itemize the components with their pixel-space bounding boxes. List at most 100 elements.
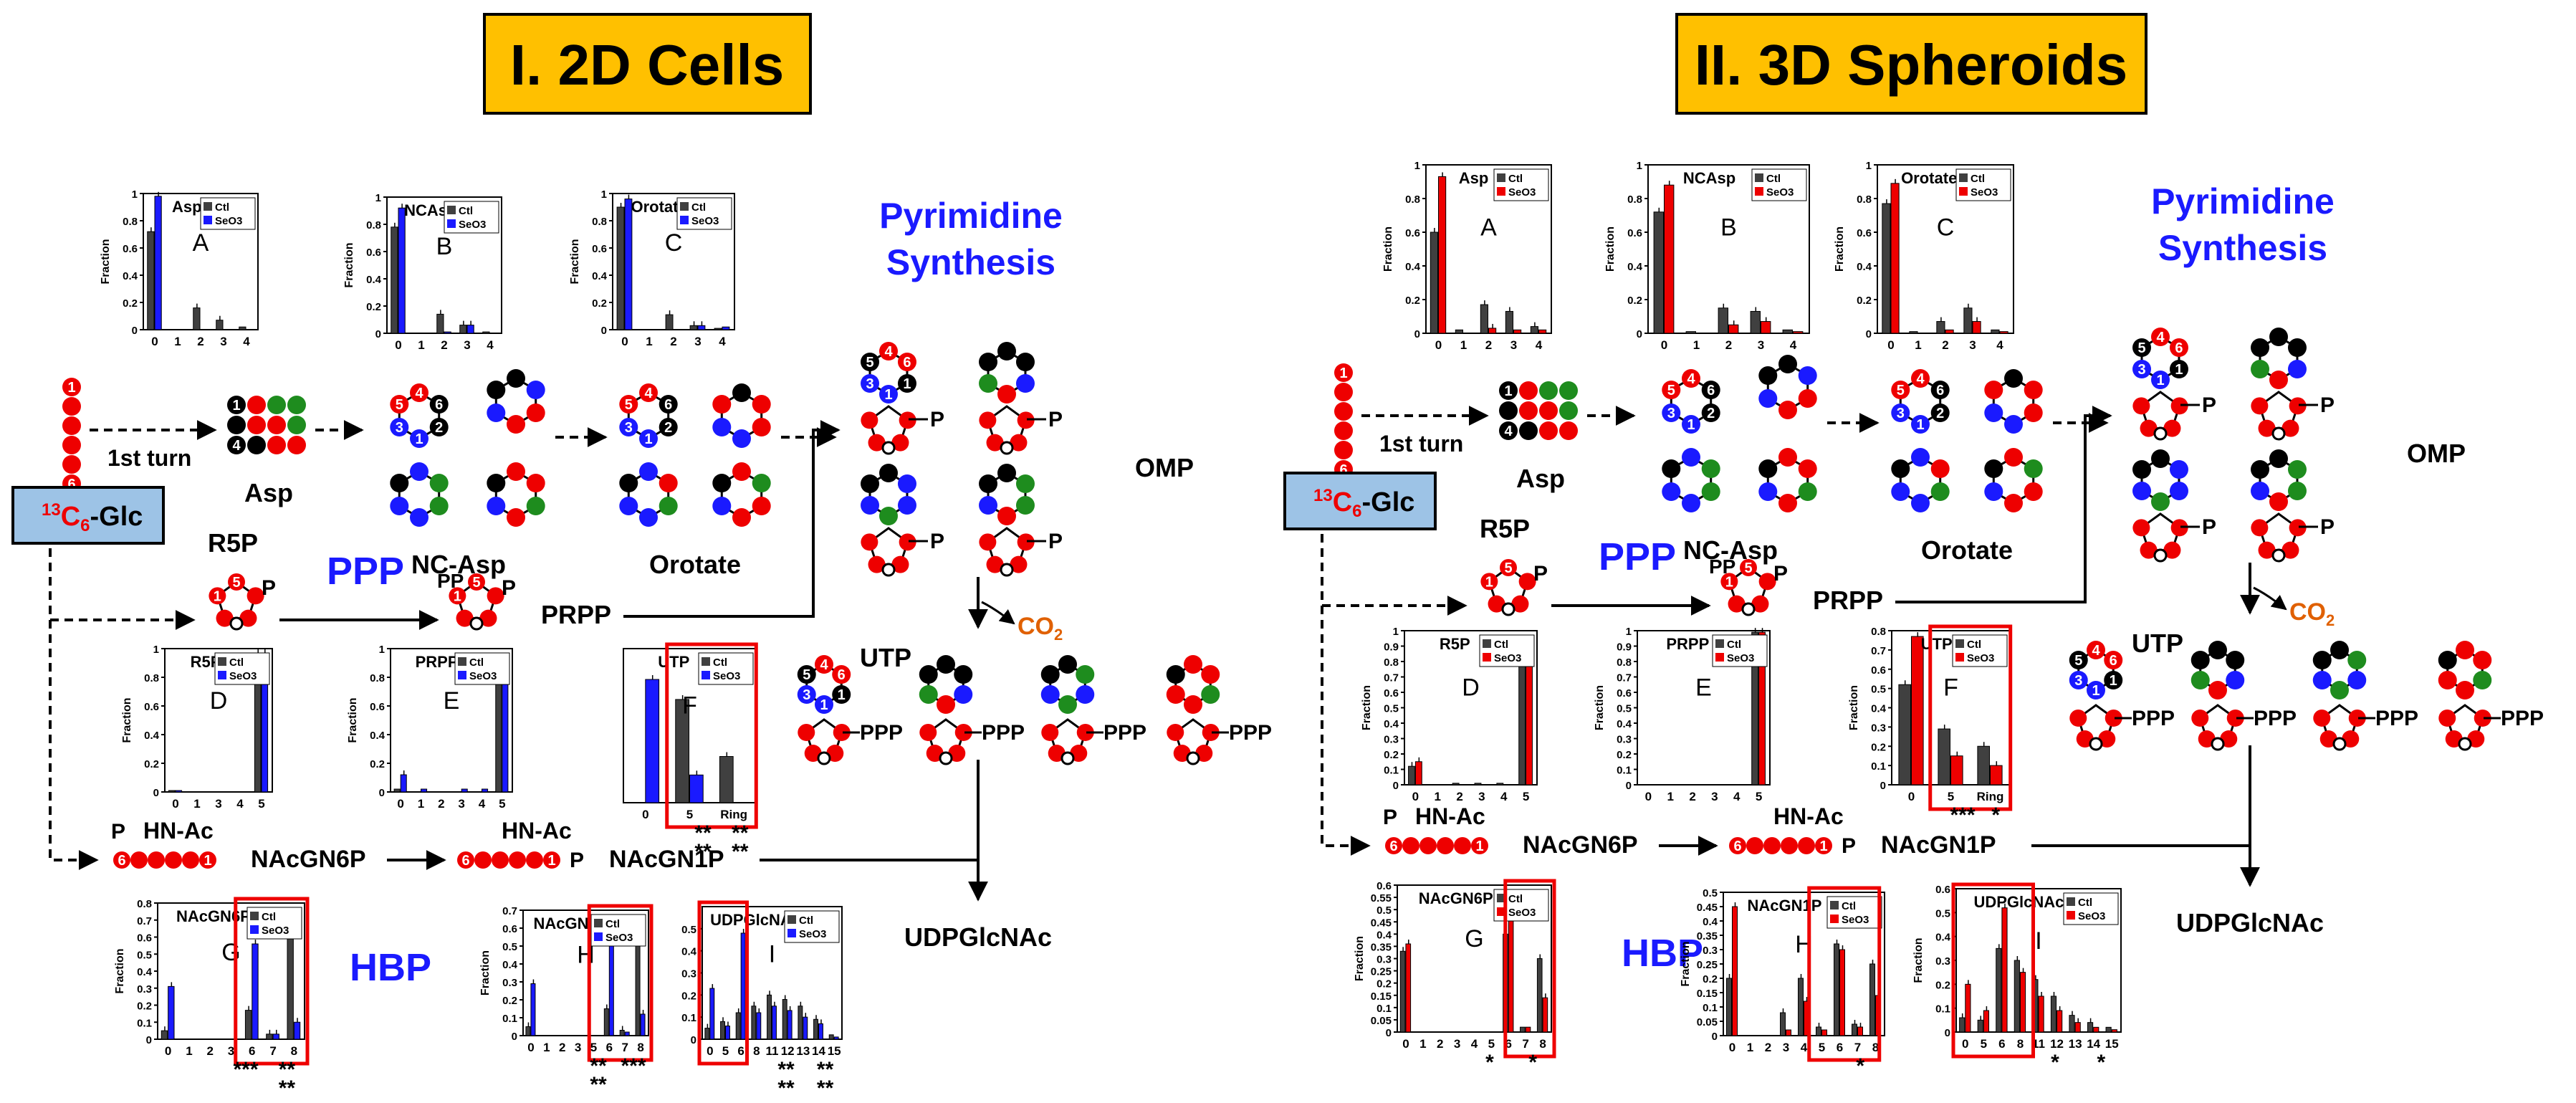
atom-red: [2251, 519, 2269, 537]
atom-red: [1539, 421, 1558, 440]
significance-highlight: [1807, 886, 1882, 1062]
bar-ctl: [1750, 310, 1761, 334]
y-tick-label: 1: [1414, 160, 1420, 172]
atom-black: [2069, 651, 2088, 669]
x-tick-label: 2: [1725, 338, 1732, 352]
ring-oxygen: [939, 751, 953, 765]
bar-ctl: [1909, 331, 1918, 334]
phosphate-label: P: [1773, 562, 1788, 586]
atom-blue: [1682, 494, 1700, 512]
atom-number: 6: [1707, 383, 1715, 398]
atom-number: 1: [204, 853, 211, 869]
y-tick-label: 0: [146, 1034, 152, 1046]
legend-swatch-ctl: [1497, 894, 1505, 902]
atom-number: 4: [820, 657, 828, 673]
atom-red: [1334, 363, 1353, 382]
atom-green: [879, 507, 898, 525]
atom-green: [429, 474, 449, 492]
y-tick-label: 0.6: [123, 243, 138, 255]
y-tick-label: 0: [1712, 1031, 1718, 1043]
bar-ctl: [168, 790, 176, 793]
atom-red: [1740, 559, 1757, 576]
legend-label-seo3: SeO3: [469, 670, 497, 682]
y-tick-label: 0.35: [1371, 941, 1392, 953]
atom-red: [937, 695, 955, 714]
bar-seo3: [756, 1012, 762, 1040]
atom-red: [1519, 401, 1538, 420]
y-tick-label: 0.4: [592, 270, 608, 282]
atom-black: [1058, 655, 1077, 674]
y-tick-label: 0.6: [1871, 664, 1886, 677]
atom-red: [1471, 837, 1488, 854]
atom-red: [2087, 641, 2105, 659]
ring-oxygen: [2458, 737, 2472, 751]
panel-title-3d: II. 3D Spheroids: [1675, 13, 2148, 115]
atom-number: 2: [1936, 406, 1944, 421]
atom-red: [62, 416, 81, 435]
bar-ctl: [720, 1021, 725, 1040]
atom-green: [1015, 496, 1035, 515]
pp-label: PP: [437, 570, 464, 592]
atom-green: [2151, 492, 2170, 511]
udpglcnac-label: UDPGlcNAc: [904, 922, 1052, 952]
y-tick-label: 0.3: [137, 983, 152, 995]
significance-stars: **: [777, 1076, 795, 1100]
atom-black: [2226, 651, 2245, 669]
atom-red: [752, 497, 771, 515]
atom-green: [1559, 401, 1578, 420]
atom-green: [2287, 460, 2307, 479]
atom-number: 4: [2156, 330, 2165, 345]
ring-oxygen: [1741, 602, 1756, 616]
co2-arrow: [981, 601, 1015, 625]
bar-seo3: [2001, 907, 2008, 1033]
y-axis-label: Fraction: [1834, 226, 1846, 272]
panel-letter: F: [682, 692, 697, 719]
arrow: [2031, 844, 2260, 887]
co2-arrow: [2253, 586, 2287, 611]
chart-title: R5P: [1440, 635, 1470, 653]
bar-seo3: [272, 1033, 279, 1040]
atom-red: [659, 474, 678, 492]
y-axis-label: Fraction: [114, 948, 126, 993]
legend-swatch-seo3: [594, 932, 603, 941]
atom-black: [1662, 459, 1681, 478]
significance-stars: **: [590, 1073, 607, 1097]
legend-swatch-ctl: [1955, 639, 1964, 648]
atom-black: [832, 685, 851, 704]
chart-title: NAcGN6P: [1419, 889, 1493, 907]
x-tick-label: 8: [291, 1044, 297, 1058]
atom-red: [1010, 434, 1028, 452]
atom-red: [1480, 573, 1498, 591]
atom-black: [1758, 366, 1778, 385]
panel-letter: D: [1462, 674, 1480, 701]
atom-number: 2: [1707, 406, 1715, 421]
panel-letter: A: [1480, 214, 1497, 242]
x-tick-label: 0: [1412, 790, 1419, 803]
bar-seo3: [740, 932, 746, 1040]
atom-black: [2004, 369, 2023, 388]
ring-oxygen: [229, 616, 244, 631]
legend-label-seo3: SeO3: [1508, 907, 1536, 919]
legend-label-seo3: SeO3: [1494, 652, 1521, 664]
atom-blue: [2069, 671, 2088, 689]
atom-black: [997, 464, 1016, 482]
orotate-label: Orotate: [1921, 535, 2013, 565]
atom-blue: [2169, 482, 2188, 500]
atom-red: [1454, 837, 1471, 854]
atom-blue: [1984, 482, 2003, 501]
atom-black: [619, 474, 638, 492]
atom-black: [2330, 641, 2349, 659]
y-tick-label: 0: [1386, 1027, 1392, 1039]
atom-blue: [2169, 460, 2188, 479]
atom-red: [619, 395, 638, 414]
y-tick-label: 1: [132, 188, 138, 201]
atom-number: 3: [2137, 362, 2145, 378]
atom-number: 1: [2175, 362, 2183, 378]
y-tick-label: 0: [691, 1034, 696, 1046]
bar-ctl: [2087, 1022, 2094, 1033]
y-tick-label: 0.8: [137, 898, 152, 910]
asp-label: Asp: [244, 478, 293, 507]
x-tick-label: Ring: [1977, 790, 2004, 803]
y-tick-label: 0.2: [1871, 741, 1886, 753]
